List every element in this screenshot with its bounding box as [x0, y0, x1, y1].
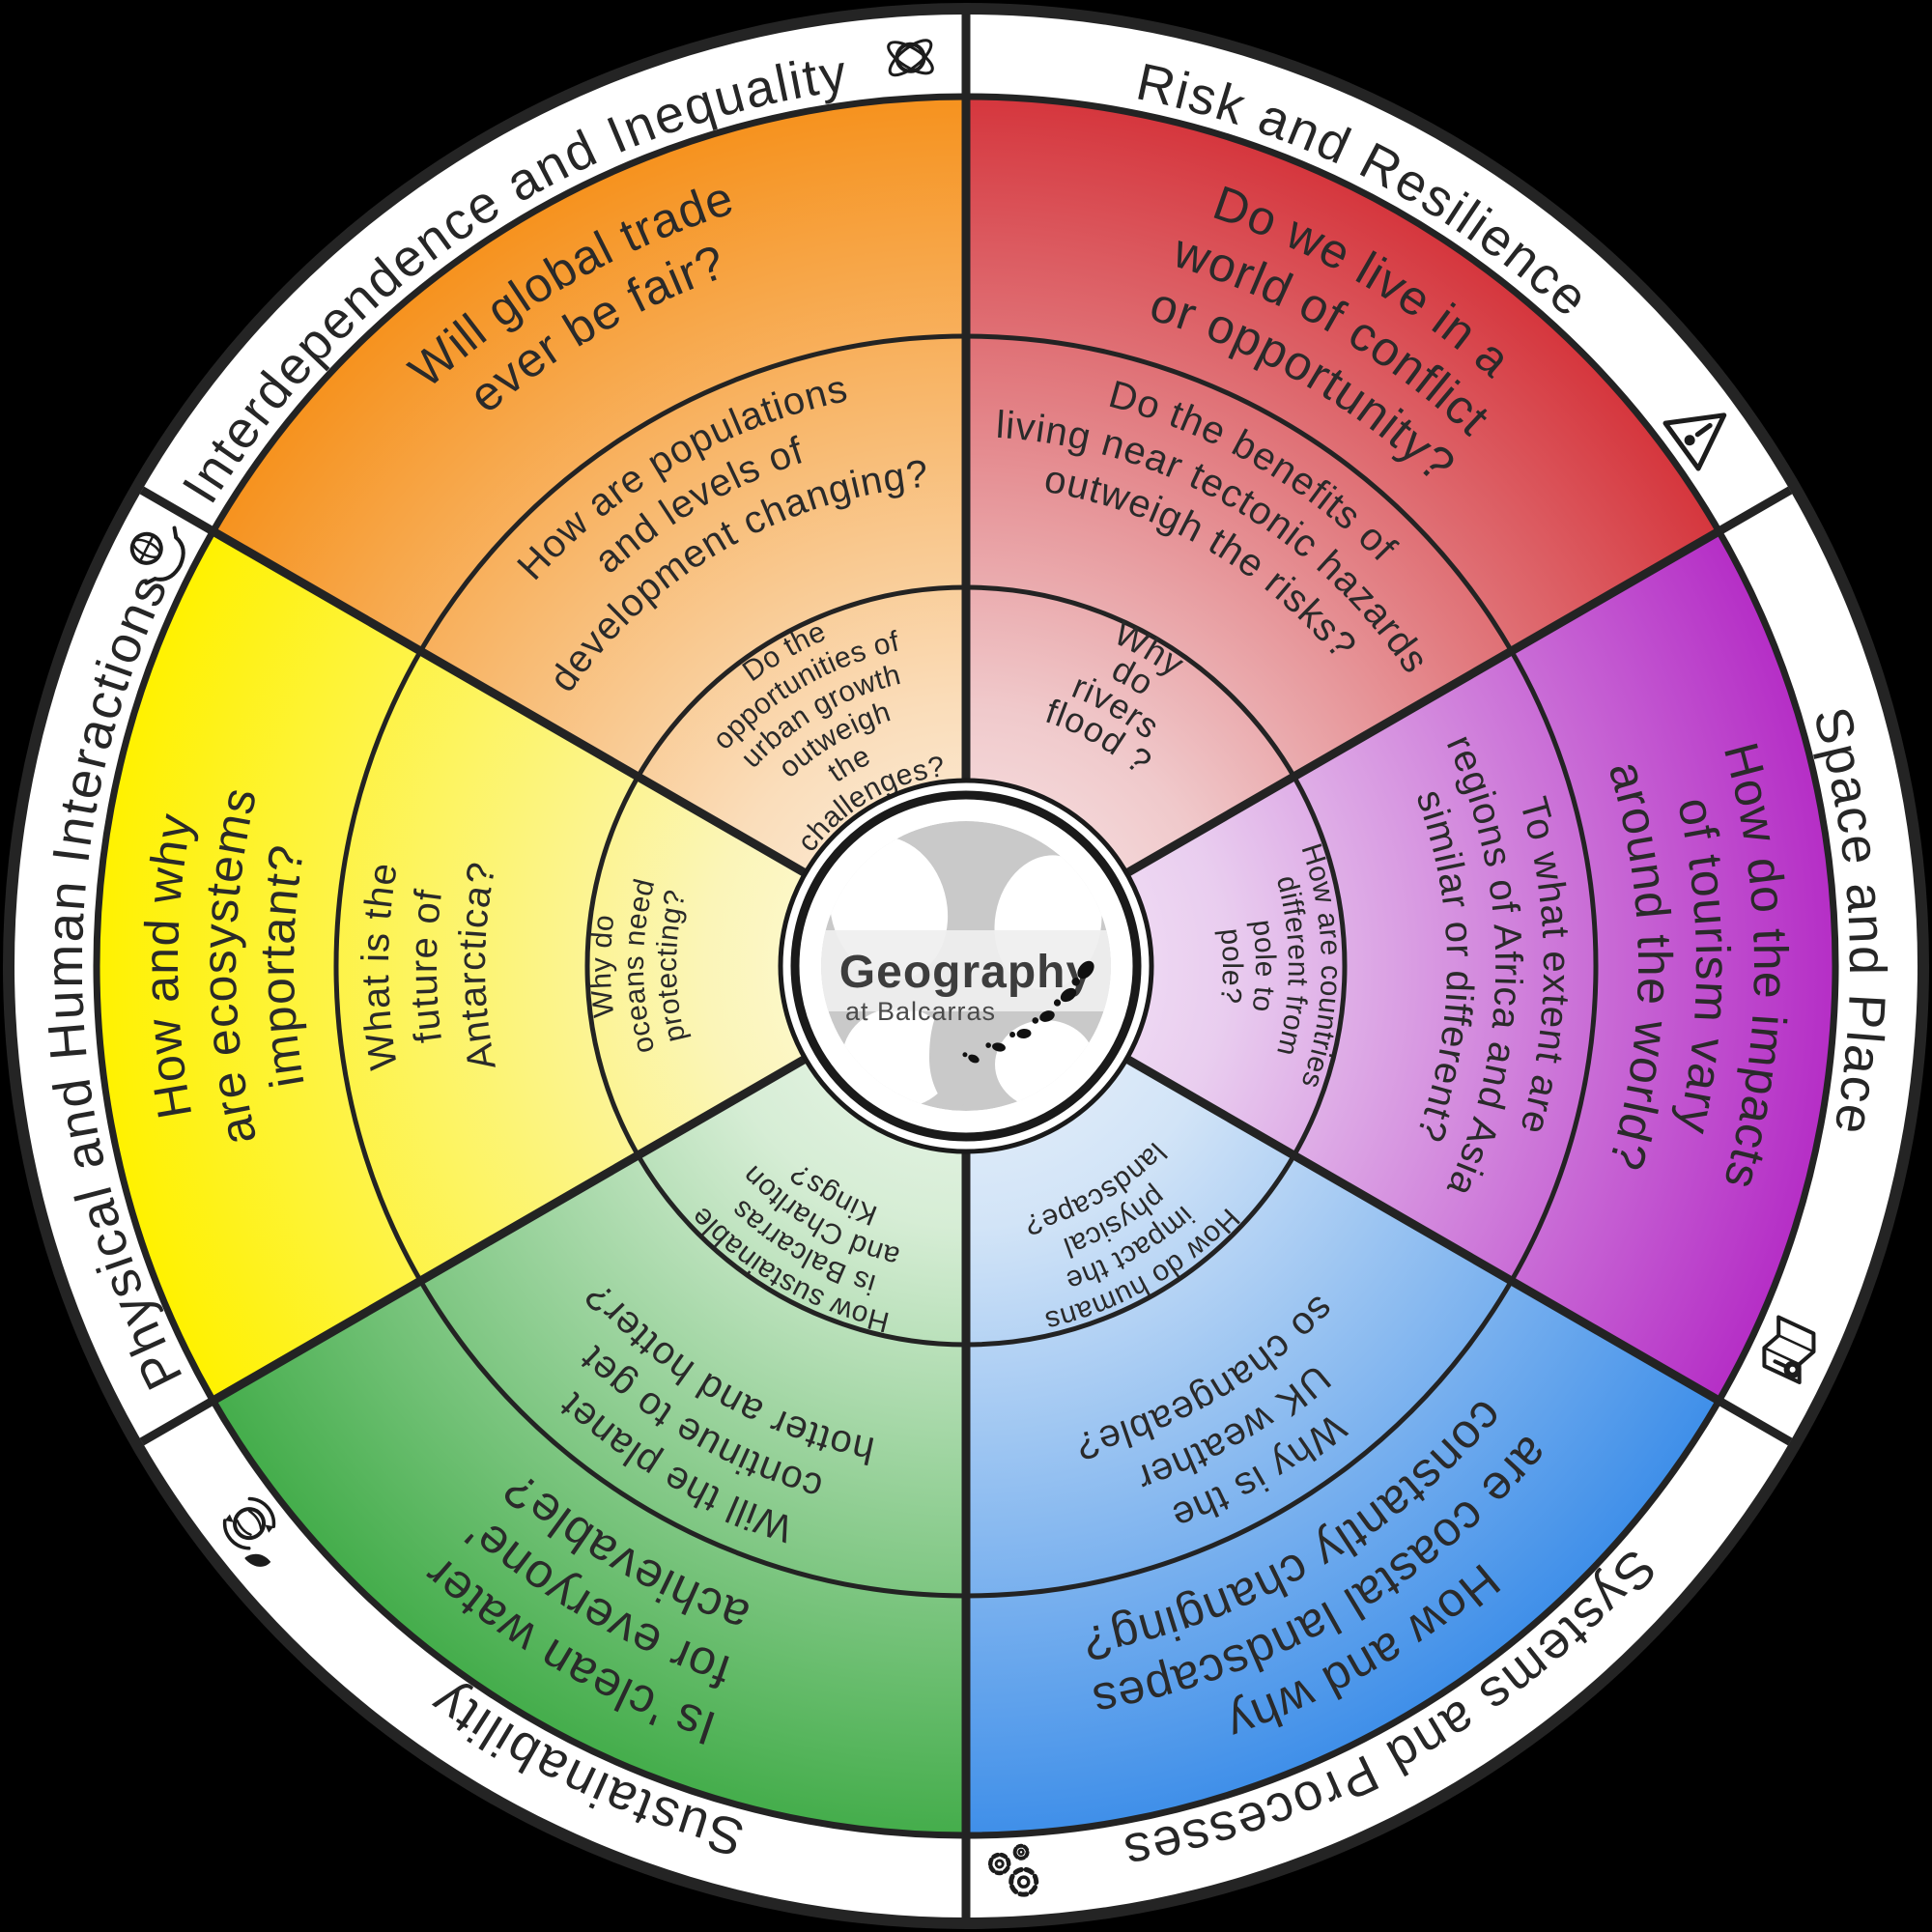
gears-icon — [987, 1843, 1039, 1897]
recycle-globe-icon — [222, 1496, 276, 1567]
svg-text:What is the: What is the — [355, 860, 406, 1073]
question-line: Why do — [585, 913, 620, 1019]
logo-title: Geography — [839, 947, 1093, 998]
map-pin-icon — [1762, 1315, 1816, 1384]
question-line: pole? — [1213, 926, 1247, 1005]
svg-text:pole?: pole? — [1213, 926, 1248, 1005]
globe-logo-icon: Geography at Balcarras — [778, 778, 1154, 1154]
svg-text:pole to: pole to — [1246, 918, 1282, 1014]
sector-dividers — [139, 14, 1793, 1918]
warning-triangle-icon — [1662, 412, 1727, 471]
hand-globe-icon — [129, 526, 185, 585]
question-line: pole to — [1246, 918, 1281, 1014]
globe-network-icon — [887, 39, 934, 77]
logo-subtitle: at Balcarras — [845, 997, 996, 1026]
svg-text:future of: future of — [403, 887, 450, 1045]
footprints-icon — [962, 960, 1094, 1064]
outer-rim — [3, 3, 1929, 1929]
question-line: future of — [403, 887, 449, 1045]
question-line: important? — [250, 841, 314, 1092]
svg-text:important?: important? — [250, 841, 315, 1092]
question-line: What is the — [355, 860, 405, 1073]
svg-text:Why do: Why do — [585, 913, 621, 1019]
